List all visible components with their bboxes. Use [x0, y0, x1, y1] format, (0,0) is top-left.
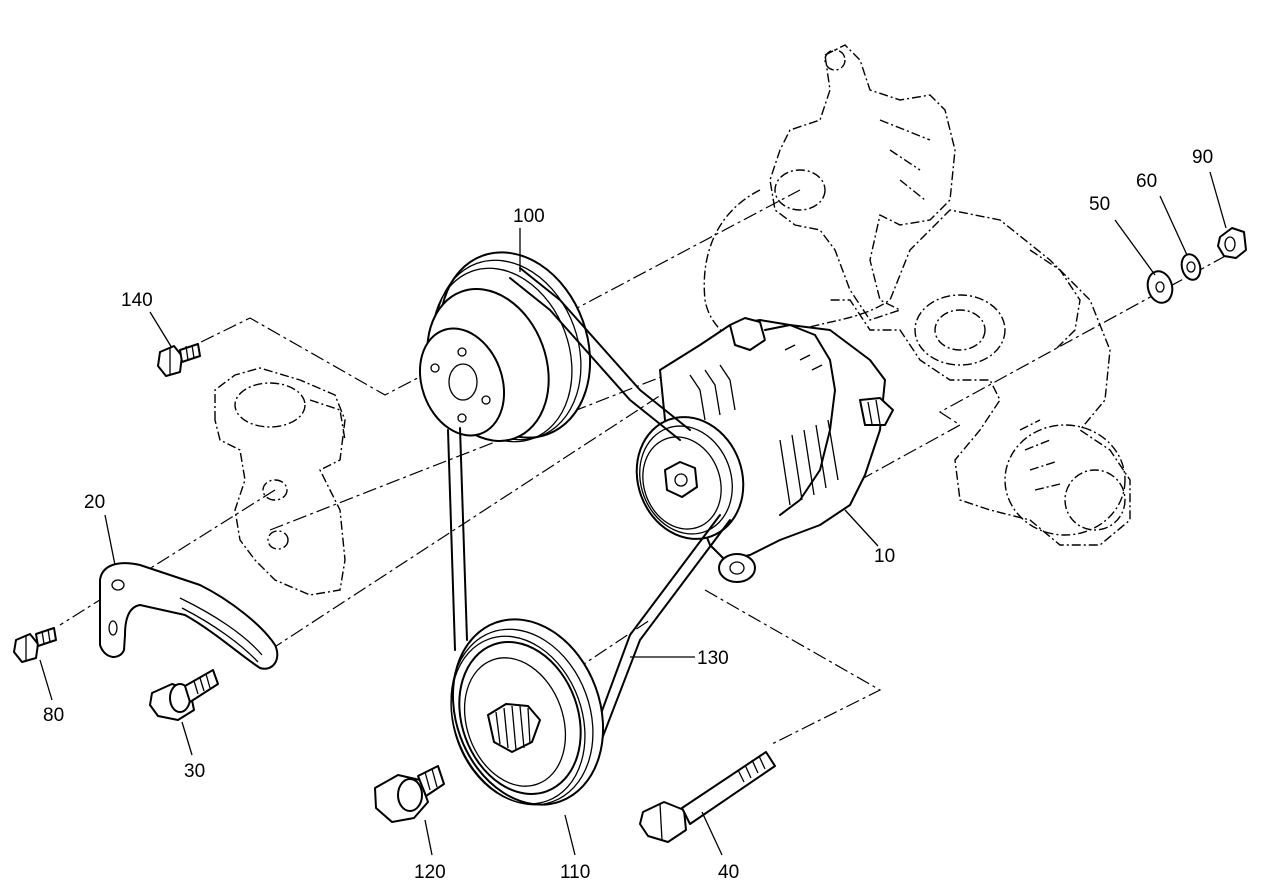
alternator-pulley: [635, 416, 745, 540]
callout-100: 100: [513, 206, 545, 227]
bolt-80: [13, 627, 57, 663]
hex-nut-90: [1217, 227, 1247, 259]
callout-90: 90: [1192, 147, 1213, 168]
callout-120: 120: [414, 862, 446, 883]
adjusting-bracket: [99, 562, 279, 670]
long-bolt-40: [639, 751, 776, 843]
crankshaft-pulley: [450, 618, 605, 806]
water-pump-pulley: [418, 251, 592, 443]
callout-110: 110: [560, 862, 590, 883]
crank-bolt-120: [374, 765, 445, 823]
callout-130: 130: [697, 648, 729, 669]
callout-10: 10: [874, 546, 895, 567]
callout-80: 80: [43, 705, 64, 726]
water-pump-housing: [214, 367, 346, 596]
callout-140: 140: [121, 290, 153, 311]
flat-washer-50: [1146, 270, 1174, 304]
leader-lines: [39, 171, 1227, 856]
callout-40: 40: [718, 862, 739, 883]
callout-20: 20: [84, 492, 105, 513]
callout-50: 50: [1089, 194, 1110, 215]
v-belt: [447, 267, 731, 771]
bolt-30: [149, 669, 219, 721]
callout-30: 30: [184, 761, 205, 782]
lock-washer-60: [1180, 253, 1202, 281]
callout-labels: 10 20 30 40 50 60 80 90 100 110 120 130 …: [43, 147, 1213, 883]
engine-block-outline: [703, 44, 1131, 546]
bolt-140: [157, 343, 201, 377]
callout-60: 60: [1136, 171, 1157, 192]
